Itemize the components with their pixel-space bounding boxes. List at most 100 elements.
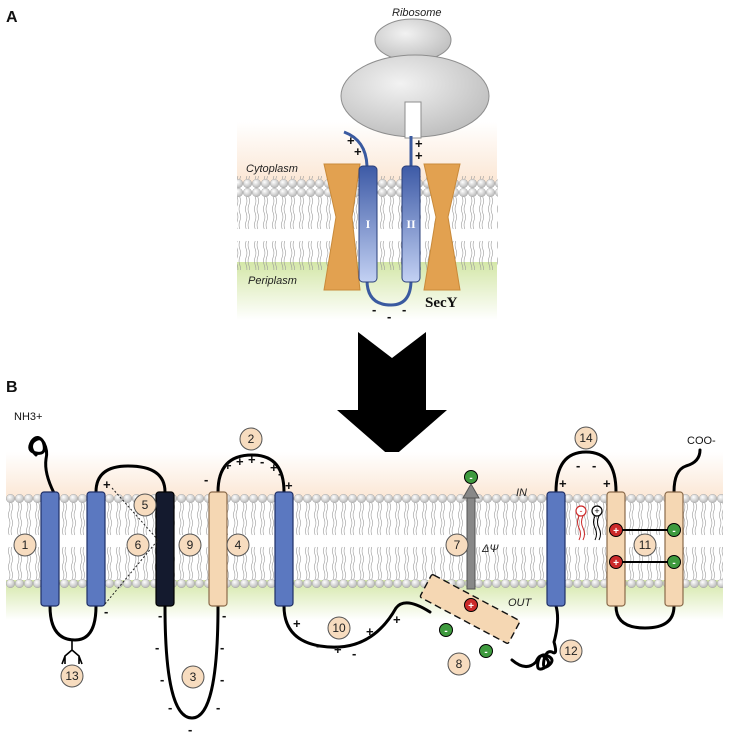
minus-charge: -	[387, 309, 391, 324]
minus-charge: -	[402, 302, 406, 317]
plus-charge: +	[415, 136, 423, 151]
helix-dark	[155, 491, 175, 607]
plus-charge: +	[613, 526, 619, 537]
helix-tan-2	[606, 491, 626, 607]
badge-6: 6	[126, 533, 150, 557]
plus-charge: +	[285, 478, 293, 493]
minus-charge: -	[104, 604, 108, 619]
delta-psi-label: ΔΨ	[481, 543, 499, 555]
minus-charge: -	[372, 302, 376, 317]
badge-label: 5	[142, 498, 149, 512]
plus-charge: +	[613, 558, 619, 569]
minus-charge: -	[220, 672, 224, 687]
plus-charge: +	[354, 144, 362, 159]
badge-5: 5	[133, 493, 157, 517]
arrow-down-icon	[337, 332, 447, 458]
minus-charge: -	[672, 526, 675, 537]
charged-lipids-icon: - +	[575, 505, 603, 541]
badge-10: 10	[327, 616, 351, 640]
minus-charge: -	[576, 458, 580, 473]
membrane-potential-arrow-icon: - +	[462, 470, 480, 612]
badge-9: 9	[178, 533, 202, 557]
badge-3: 3	[181, 665, 205, 689]
badge-1: 1	[13, 533, 37, 557]
n-terminus-label: NH3+	[14, 411, 42, 423]
plus-charge: +	[468, 601, 474, 612]
plus-charge: +	[270, 460, 278, 475]
panel-a-letter: A	[6, 9, 18, 26]
minus-charge: -	[580, 506, 583, 516]
badge-7: 7	[445, 533, 469, 557]
hairpin-dotted-lines	[104, 487, 159, 605]
badge-14: 14	[574, 426, 598, 450]
badge-label: 8	[456, 657, 463, 671]
plus-charge: +	[236, 454, 244, 469]
minus-charge: -	[352, 646, 356, 661]
badge-label: 10	[332, 621, 346, 635]
helix-ii-label: II	[406, 217, 416, 231]
topology-chain	[28, 436, 702, 720]
minus-charge: -	[168, 700, 172, 715]
badge-label: 2	[248, 432, 255, 446]
plus-charge: +	[103, 477, 111, 492]
in-label: IN	[516, 487, 527, 499]
helix-tan-1	[208, 491, 228, 607]
badge-4: 4	[226, 533, 250, 557]
secy-channel-icon	[323, 163, 461, 291]
badge-label: 12	[564, 644, 578, 658]
badge-2: 2	[239, 427, 263, 451]
badge-11: 11	[633, 533, 657, 557]
minus-charge: -	[188, 722, 192, 737]
in-region	[6, 452, 723, 500]
badge-label: 1	[22, 538, 29, 552]
badge-label: 9	[187, 538, 194, 552]
amphipathic-charges: - -	[439, 623, 493, 658]
minus-charge: -	[160, 672, 164, 687]
minus-charge: -	[155, 640, 159, 655]
charged-residues-10: + + - -	[609, 523, 681, 569]
plus-charge: +	[393, 612, 401, 627]
ribosome-icon	[340, 18, 490, 139]
badge-label: 6	[135, 538, 142, 552]
periplasm-label: Periplasm	[248, 275, 297, 287]
cytoplasm-label: Cytoplasm	[246, 163, 298, 175]
plus-charge: +	[248, 452, 256, 467]
badge-label: 4	[235, 538, 242, 552]
plus-charge: +	[293, 616, 301, 631]
minus-charge: -	[278, 466, 282, 481]
minus-charge: -	[469, 473, 472, 484]
secy-label: SecY	[425, 295, 458, 311]
minus-charge: -	[484, 647, 487, 658]
helix-i-label: I	[366, 217, 371, 231]
out-label: OUT	[508, 597, 533, 609]
badge-label: 7	[454, 538, 461, 552]
helix-4	[546, 491, 566, 607]
minus-charge: -	[222, 608, 226, 623]
minus-charge: -	[220, 640, 224, 655]
helix-1	[40, 491, 60, 607]
minus-charge: -	[444, 626, 447, 637]
lipid-bilayer-b	[6, 494, 723, 588]
minus-charge: -	[672, 558, 675, 569]
minus-charge: -	[260, 454, 264, 469]
panel-a-charges: + + + + - - -	[347, 133, 423, 324]
minus-charge: -	[158, 608, 162, 623]
nascent-chain-a	[343, 130, 413, 307]
badge-13: 13	[60, 664, 84, 688]
panel-b-letter: B	[6, 379, 18, 396]
plus-charge: +	[594, 506, 599, 516]
salt-bridges	[616, 529, 674, 563]
plus-charge: +	[559, 476, 567, 491]
plus-charge: +	[366, 624, 374, 639]
helix-i: I	[358, 165, 378, 283]
helix-ii: II	[401, 165, 421, 283]
c-terminus-label: COO-	[687, 435, 716, 447]
badge-label: 11	[639, 538, 652, 552]
panel-b-membrane	[6, 452, 723, 620]
helix-2	[86, 491, 106, 607]
minus-charge: -	[592, 458, 596, 473]
minus-charge: -	[316, 638, 320, 653]
plus-charge: +	[603, 476, 611, 491]
